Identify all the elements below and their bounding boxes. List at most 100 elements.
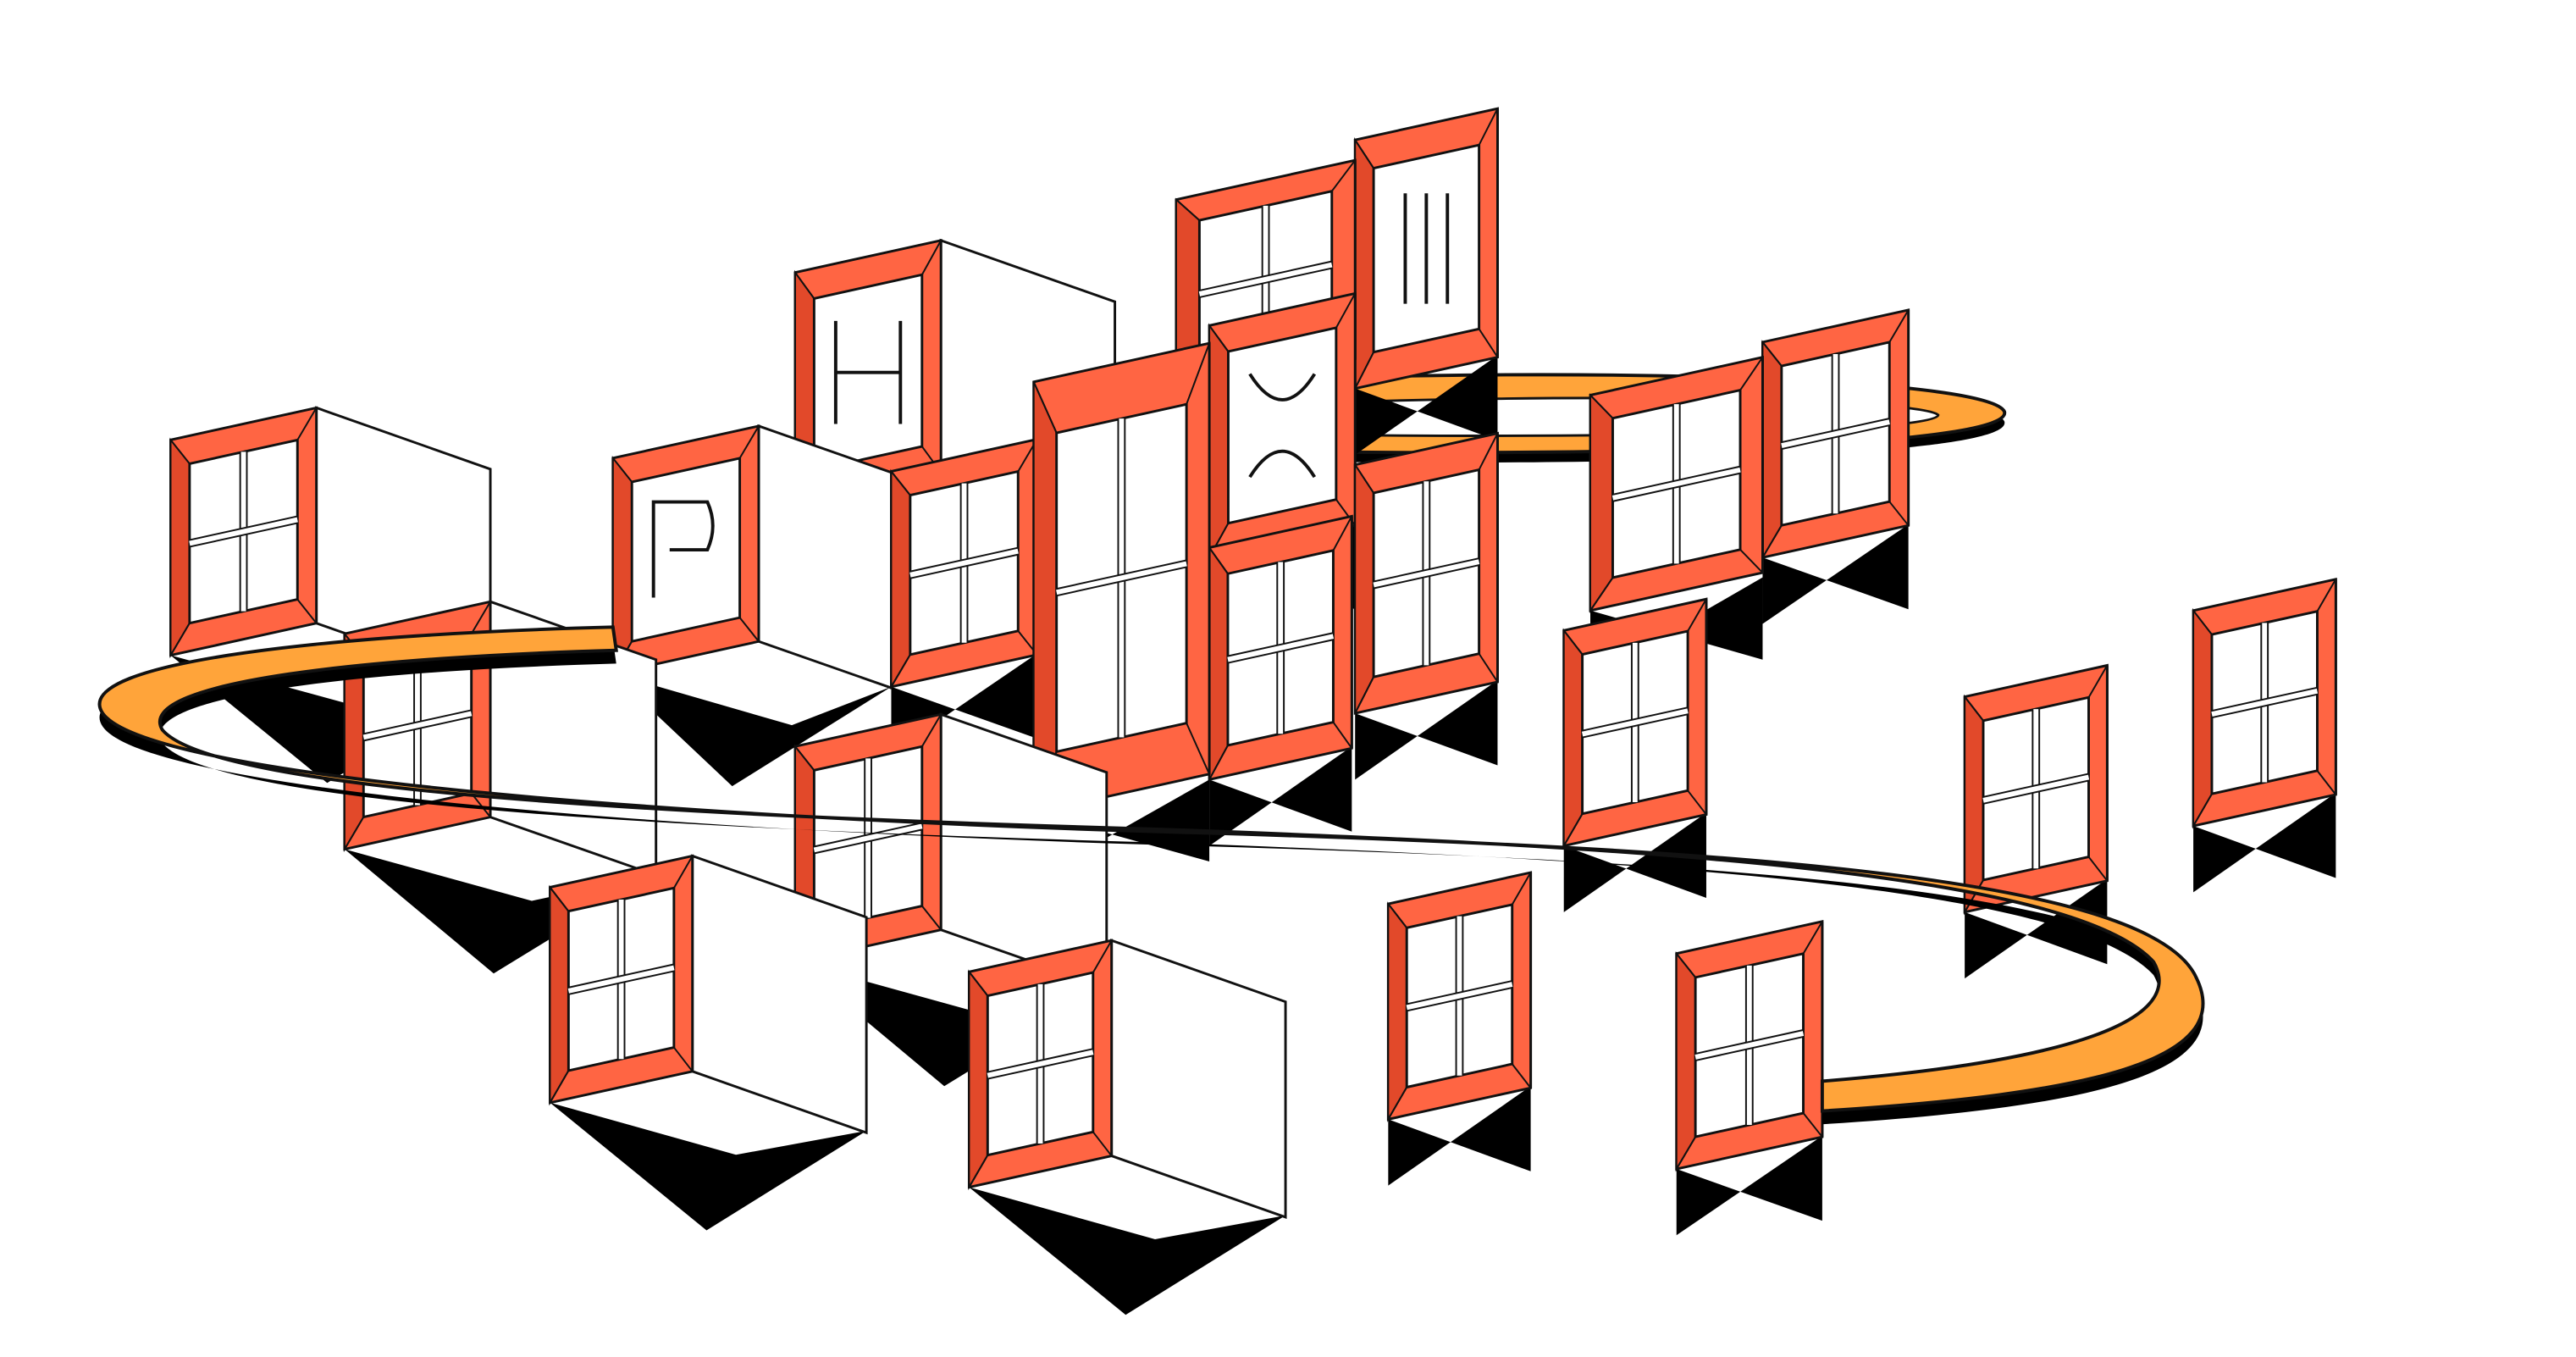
bevel-bl-corner: [1562, 813, 1584, 847]
bevel-tl-corner: [794, 745, 815, 771]
bevel-bl-corner: [968, 1155, 989, 1188]
mullion-horizontal-inner: [189, 517, 298, 546]
window-cube: [1386, 871, 1533, 1186]
cube-shadow: [550, 1102, 867, 1231]
frame-bevel: [1208, 323, 1230, 558]
cube-shadow: [969, 1187, 1286, 1315]
bevel-tl-corner: [1964, 695, 1984, 722]
frame-bevel: [1675, 950, 1697, 1172]
orbit-ring-band: [97, 625, 2205, 1113]
window-cube: [611, 424, 893, 787]
bevel-br-corner: [1186, 723, 1210, 775]
bevel-tl-corner: [794, 272, 815, 299]
bevel-bl-corner: [1964, 879, 1984, 913]
bevel-br-corner: [738, 617, 760, 642]
bevel-bl-corner: [1208, 745, 1229, 780]
bevel-tr-corner: [920, 240, 943, 275]
bevel-bl-corner: [2192, 793, 2213, 827]
bevel-tr-corner: [1478, 433, 1499, 471]
bevel-bl-corner: [1387, 1087, 1408, 1120]
bevel-tr-corner: [470, 601, 491, 634]
cube-shadow: [1563, 812, 1706, 912]
frame-bevel: [2192, 607, 2213, 829]
bevel-tr-corner: [1186, 342, 1210, 405]
bevel-tr-corner: [1802, 921, 1823, 955]
cube-shadow: [1355, 355, 1498, 455]
bevel-tl-corner: [1208, 324, 1230, 352]
bevel-bl-corner: [1761, 524, 1783, 558]
bevel-tl-corner: [1761, 341, 1783, 367]
frame-bevel: [1208, 545, 1229, 780]
bevel-tr-corner: [1511, 872, 1532, 906]
bevel-br-corner: [1092, 1131, 1113, 1157]
window-cube: [890, 437, 1039, 754]
bevel-br-corner: [2087, 856, 2109, 882]
bevel-br-corner: [1478, 653, 1499, 683]
cube-shadow: [1965, 878, 2108, 979]
bevel-tr-corner: [1888, 309, 1910, 343]
bevel-br-corner: [470, 792, 491, 818]
bevel-tr-corner: [1332, 515, 1353, 551]
window-cube: [1353, 431, 1499, 780]
letter-iii-glyph: [1403, 193, 1450, 304]
frame-bevel: [968, 969, 989, 1191]
mullion-horizontal-inner: [987, 1050, 1094, 1078]
bevel-tr-corner: [1478, 108, 1499, 146]
bevel-tl-corner: [1675, 953, 1696, 978]
bevel-tl-corner: [1589, 394, 1614, 419]
bevel-tl-corner: [549, 886, 570, 912]
cube-shadow: [1355, 679, 1498, 780]
cube-side-face: [1110, 939, 1287, 1220]
letter-x-glyph: [1248, 373, 1317, 479]
bevel-tl-corner: [1032, 381, 1058, 434]
frame-bevel: [549, 884, 570, 1106]
cube-shadow: [1676, 1135, 1822, 1236]
mullion-horizontal-inner: [1227, 634, 1335, 662]
window-cube: [1032, 341, 1211, 879]
bevel-tl-corner: [890, 470, 911, 496]
frame-bevel: [1589, 393, 1614, 613]
bevel-bl-corner: [1675, 1136, 1696, 1170]
bevel-bl-corner: [549, 1070, 570, 1104]
frame-bevel: [1562, 628, 1584, 850]
frame-bevel: [1387, 901, 1408, 1123]
window-cube: [549, 854, 868, 1231]
window-cube: [1562, 597, 1708, 912]
mullion-horizontal-inner: [1781, 419, 1890, 448]
bevel-br-corner: [921, 905, 942, 931]
window-cube: [1963, 663, 2109, 979]
mullion-horizontal-inner: [362, 711, 473, 740]
cube-shadow: [612, 673, 892, 787]
frame-bevel: [890, 468, 911, 690]
cube-shadow: [344, 849, 656, 974]
bevel-br-corner: [1332, 721, 1353, 749]
mullion-horizontal-inner: [1056, 561, 1187, 595]
cube-shadow: [1762, 524, 1909, 624]
bevel-tr-corner: [2316, 579, 2337, 612]
bevel-tl-corner: [169, 439, 191, 465]
bevel-tl-corner: [1562, 629, 1584, 656]
bevel-br-corner: [2316, 770, 2337, 795]
mullion-horizontal-inner: [909, 548, 1019, 578]
mullion-horizontal-inner: [1406, 982, 1513, 1011]
bevel-tl-corner: [1208, 546, 1229, 574]
cube-cluster: [169, 107, 2337, 1315]
mullion-horizontal-inner: [1581, 708, 1689, 737]
bevel-br-corner: [1888, 501, 1910, 526]
bevel-tl-corner: [1354, 139, 1374, 169]
window-pane: [1226, 326, 1338, 525]
bevel-bl-corner: [1354, 352, 1374, 390]
bevel-tr-corner: [920, 713, 943, 747]
frame-bevel: [1354, 462, 1375, 714]
mullion-horizontal-inner: [1198, 262, 1333, 296]
cube-shadow: [795, 961, 1107, 1087]
frame-bevel: [1354, 136, 1375, 390]
window-cube: [1589, 355, 1764, 678]
frame-bevel: [169, 437, 191, 659]
bevel-tr-corner: [1092, 939, 1113, 973]
mullion-horizontal-inner: [567, 965, 675, 994]
letter-p-glyph: [651, 500, 715, 598]
bevel-bl-corner: [169, 623, 191, 656]
bevel-br-corner: [1511, 1063, 1532, 1088]
